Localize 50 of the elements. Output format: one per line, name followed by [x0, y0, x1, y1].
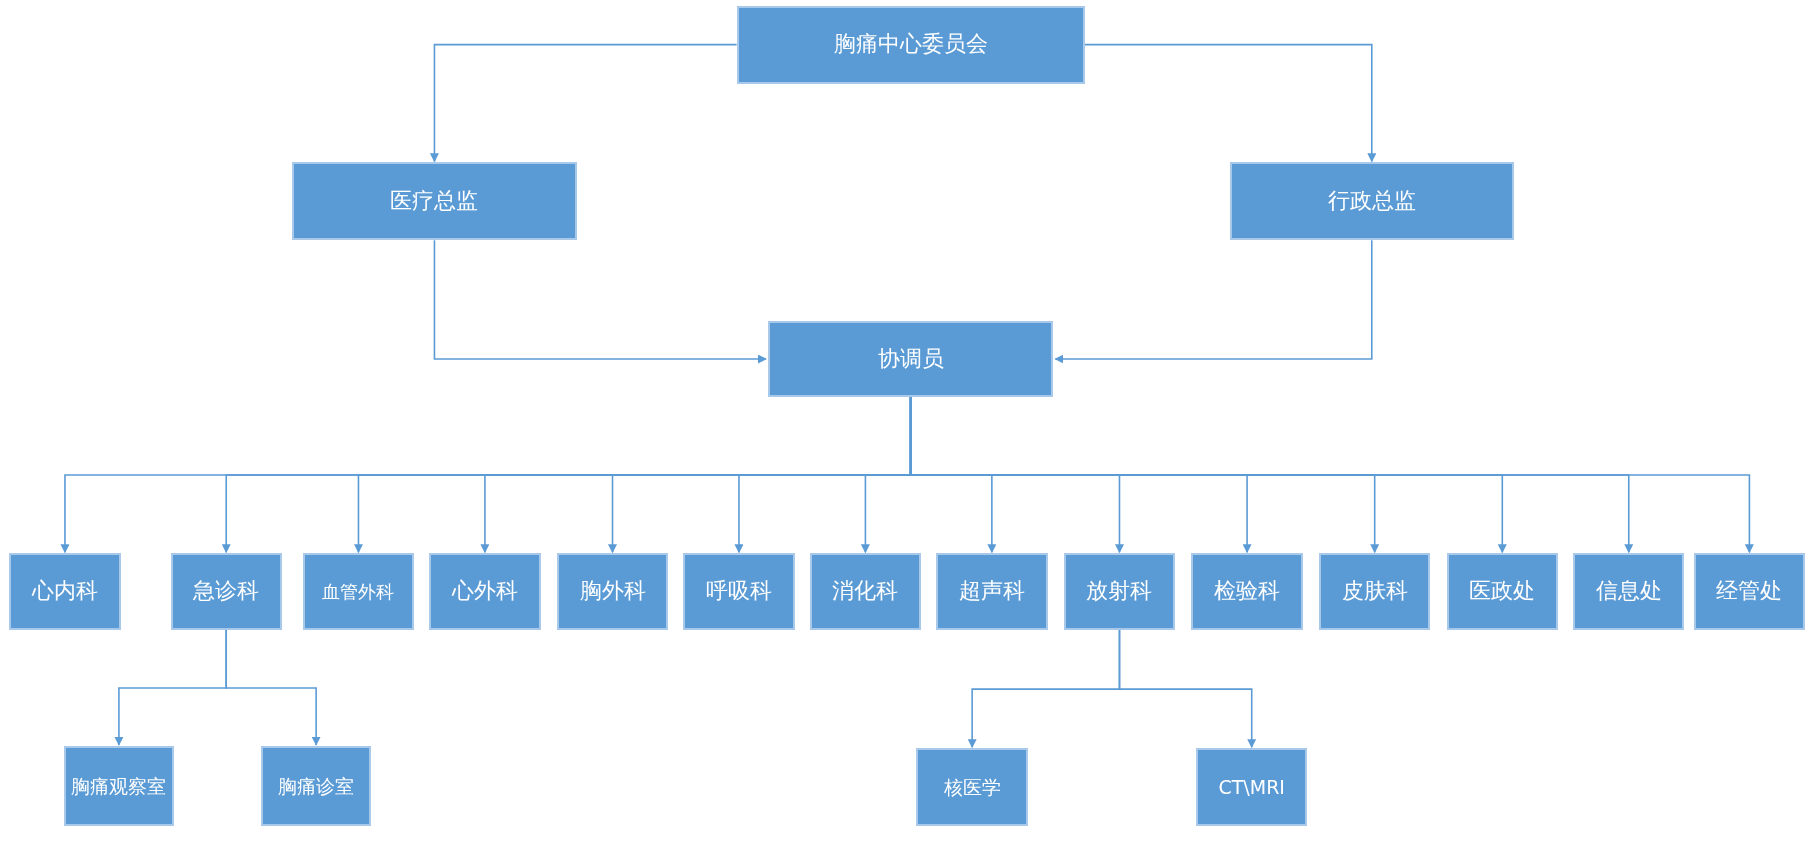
org-unit-box	[1446, 553, 1558, 630]
org-unit-box	[809, 553, 922, 630]
unit-name: CT\MRI	[1218, 774, 1285, 800]
org-unit-box	[683, 553, 795, 630]
unit-name: 心内科	[31, 577, 98, 606]
org-unit-box	[1063, 553, 1176, 630]
org-unit-box	[1229, 162, 1514, 241]
unit-name: 经管处	[1716, 577, 1783, 606]
unit-name: 核医学	[943, 774, 1001, 800]
unit-name: 行政总监	[1327, 186, 1416, 215]
unit-name: 急诊科	[193, 577, 260, 606]
org-unit-box	[1573, 553, 1685, 630]
org-unit-box	[1693, 553, 1806, 630]
unit-name: 胸外科	[579, 577, 646, 606]
unit-name: 医政处	[1469, 577, 1536, 606]
unit-name: 心外科	[451, 577, 518, 606]
org-unit-box	[261, 745, 372, 826]
connector-arrow	[433, 239, 767, 364]
connector-arrow	[1118, 629, 1257, 749]
connector-arrow	[225, 629, 321, 746]
connector-arrow	[1083, 43, 1377, 163]
unit-name: 皮肤科	[1341, 577, 1408, 606]
org-unit-box	[63, 745, 174, 826]
org-unit-box	[556, 553, 669, 630]
org-unit-box	[429, 553, 541, 630]
connector-arrow	[429, 43, 738, 163]
org-unit-box	[292, 162, 577, 241]
connector-arrow	[1054, 239, 1373, 364]
unit-name: 胸痛中心委员会	[833, 30, 988, 59]
unit-name: 医疗总监	[390, 186, 479, 215]
unit-name: 消化科	[832, 577, 899, 606]
org-unit-box	[767, 321, 1054, 397]
org-unit-box	[9, 553, 121, 630]
unit-name: 超声科	[958, 577, 1025, 606]
org-unit-box	[1191, 553, 1303, 630]
unit-name: 血管外科	[322, 579, 395, 604]
org-unit-box	[736, 5, 1085, 84]
org-unit-box	[1196, 748, 1308, 826]
org-unit-box	[916, 748, 1028, 826]
org-unit-box	[936, 553, 1048, 630]
unit-name: 放射科	[1086, 577, 1153, 606]
unit-name: 呼吸科	[705, 577, 772, 606]
unit-name: 检验科	[1214, 577, 1281, 606]
unit-name: 协调员	[877, 344, 944, 373]
org-unit-box	[170, 553, 282, 630]
org-unit-box	[1319, 553, 1431, 630]
org-unit-box	[302, 553, 415, 630]
unit-name: 胸痛观察室	[71, 773, 167, 799]
unit-name: 信息处	[1595, 577, 1662, 606]
unit-name: 胸痛诊室	[278, 773, 355, 799]
